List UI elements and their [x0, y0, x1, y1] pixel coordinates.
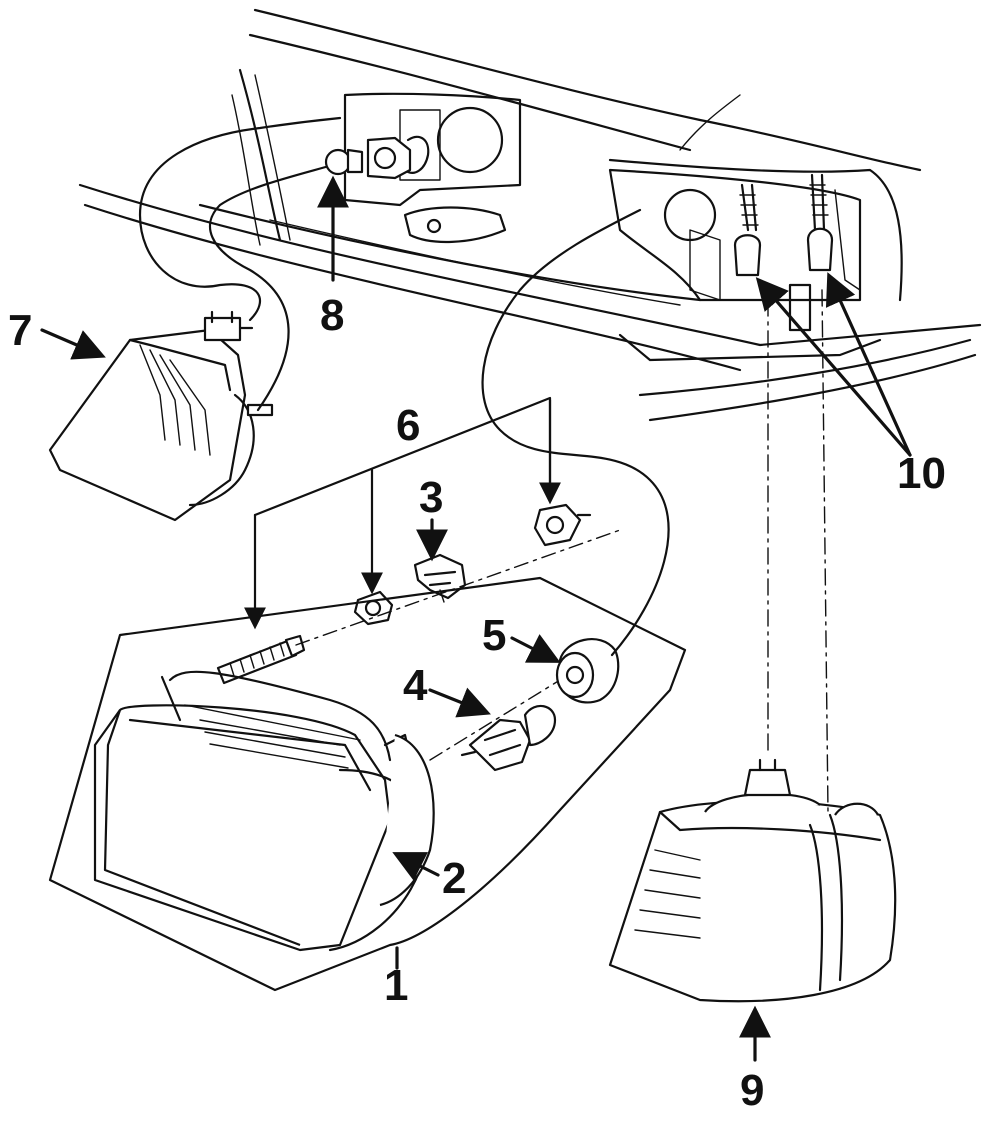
- callout-label-5: 5: [482, 611, 506, 660]
- turn-signal-bulb-left: [733, 183, 762, 277]
- halogen-bulb: [460, 704, 557, 772]
- wire-harness-headlamp: [481, 208, 670, 657]
- callout-label-6: 6: [396, 401, 420, 450]
- callout-label-3: 3: [419, 473, 443, 522]
- alignment-line-lower: [429, 679, 561, 761]
- callout-label-4: 4: [403, 661, 428, 710]
- callout-label-1: 1: [384, 961, 408, 1010]
- adjuster-screw: [216, 634, 306, 685]
- alignment-line-upper: [295, 529, 621, 646]
- callout-label-10: 10: [897, 449, 946, 498]
- grommet-clip: [533, 503, 592, 547]
- callout-arrow-7: [40, 328, 106, 360]
- side-marker-lamp: [48, 310, 274, 522]
- wire-harness-marker: [138, 116, 342, 322]
- turn-signal-lamp: [608, 758, 897, 1003]
- marker-socket: [366, 135, 430, 180]
- socket-boot: [555, 638, 620, 704]
- callout-arrow-10b: [825, 272, 912, 457]
- callout-label-7: 7: [8, 306, 32, 355]
- leader-line-socket-b: [821, 289, 829, 813]
- callout-arrow-10a: [755, 277, 912, 457]
- callout-bracket-6: [244, 396, 561, 630]
- turn-signal-bulb-right: [806, 173, 834, 272]
- adjuster-nut: [353, 590, 394, 626]
- callout-label-2: 2: [442, 854, 466, 903]
- marker-bulb: [324, 148, 364, 176]
- callout-arrow-2: [392, 852, 440, 881]
- callout-arrow-4: [428, 687, 491, 718]
- callout-label-8: 8: [320, 291, 344, 340]
- callout-label-9: 9: [740, 1066, 764, 1115]
- callout-arrow-5: [510, 634, 561, 663]
- wire-harness-marker-2: [209, 158, 352, 412]
- headlamp-assembly-outline: [48, 576, 687, 992]
- headlamp-housing: [93, 670, 435, 952]
